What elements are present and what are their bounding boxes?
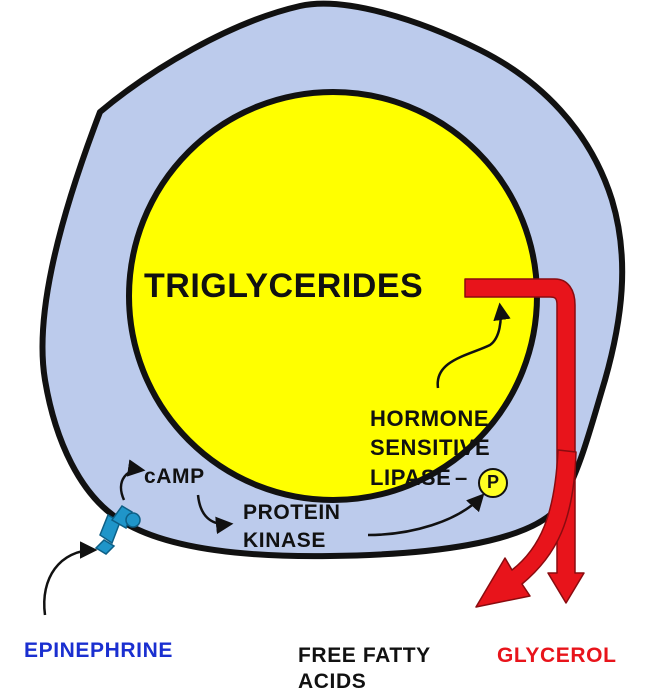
hormone-sensitive-lipase-line3: LIPASE	[370, 466, 451, 490]
triglycerides-label: TRIGLYCERIDES	[144, 268, 423, 305]
arrow-epinephrine-to-receptor	[44, 550, 94, 615]
protein-kinase-line2: KINASE	[243, 530, 326, 553]
free-fatty-acids-line1: FREE FATTY	[298, 645, 431, 668]
phosphate-badge: P	[478, 468, 508, 498]
hormone-sensitive-lipase-line2: SENSITIVE	[370, 436, 490, 460]
free-fatty-acids-line2: ACIDS	[298, 671, 366, 694]
epinephrine-label: EPINEPHRINE	[24, 640, 173, 663]
protein-kinase-line1: PROTEIN	[243, 502, 341, 525]
hormone-sensitive-lipase-line1: HORMONE	[370, 407, 489, 431]
lipase-bond-dash: –	[455, 466, 468, 490]
glycerol-label: GLYCEROL	[497, 645, 617, 668]
camp-label: cAMP	[144, 466, 205, 489]
